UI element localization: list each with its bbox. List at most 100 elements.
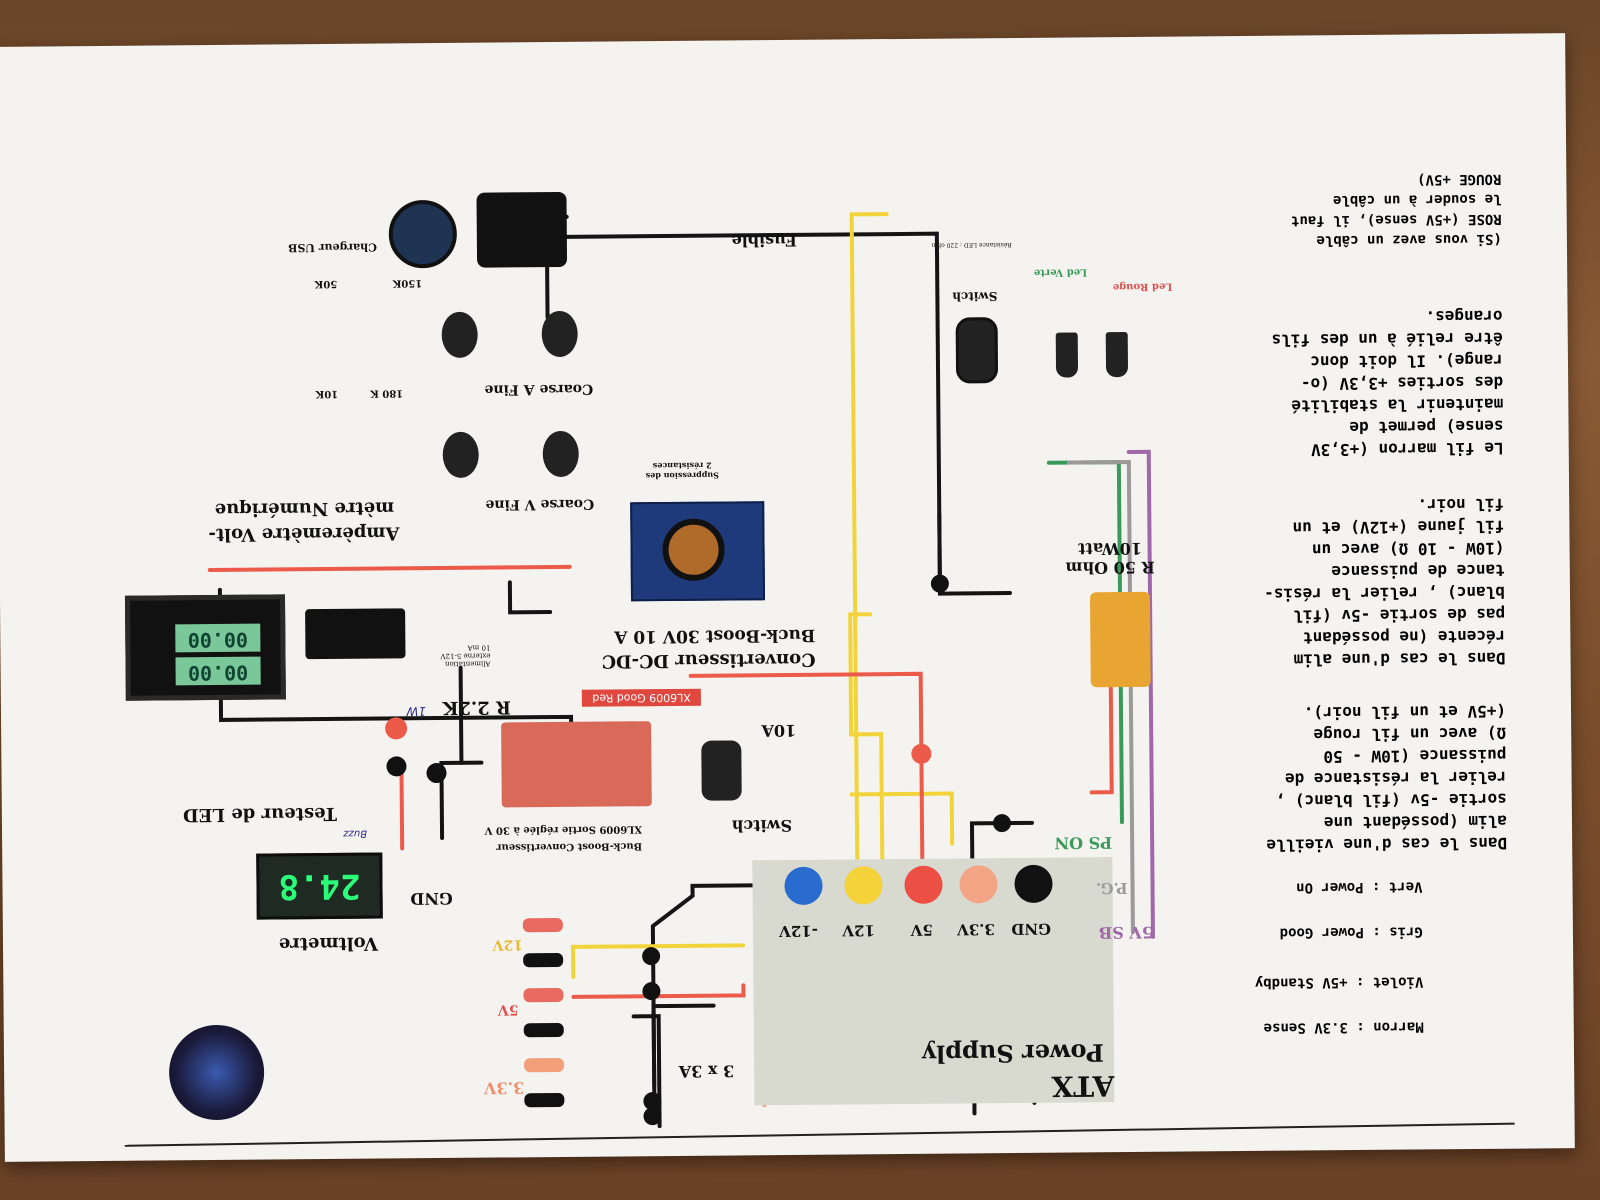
amp10-label: 10A <box>761 720 797 741</box>
junction-dot <box>643 1107 662 1126</box>
amp-volt-label-2: mètre Numérique <box>214 497 395 520</box>
atom-logo <box>168 1024 265 1121</box>
shunt <box>305 608 406 660</box>
amp-volt-label-1: Ampèremètre Volt- <box>208 522 400 546</box>
dcdc-inductor <box>662 518 725 582</box>
voltmeter-display: 24.8 <box>256 852 383 920</box>
atx-pin-label-5v: 5V <box>910 920 933 939</box>
atx-pin-label-gnd: GND <box>1011 919 1051 939</box>
power-resistor-label: R 50 Ohm 10Watt <box>1065 538 1155 578</box>
wire-sb <box>1126 449 1155 939</box>
xl6009-label-2: XL6009 Sortie réglée à 30 V <box>484 823 643 836</box>
alimentation-label: Alimentation externe 5-12V 10 mA <box>440 643 491 668</box>
suppression-label: Suppression des 2 résistances <box>645 460 719 482</box>
r22k-label: R 2.2K <box>442 696 512 718</box>
note-alim-recente: Dans le cas d'une alim récente (ne possé… <box>1264 494 1506 670</box>
dcdc-label-line2: Buck-Boost 30V 10 A <box>614 624 816 647</box>
pot-coarse-a[interactable] <box>541 310 578 358</box>
atx-pin-label-3v3: 3.3V <box>957 920 995 939</box>
junction-dot <box>992 814 1011 833</box>
output-5v-label: 5V <box>497 1001 519 1018</box>
atx-pin-gnd-dot <box>1014 864 1053 904</box>
wire-black-3 <box>458 665 464 765</box>
amp-volt-screen-bottom: 00.00 <box>175 623 261 653</box>
atx-subtitle: Power Supply <box>922 1038 1105 1069</box>
switch-mid-label: Switch <box>731 815 793 836</box>
led-verte <box>1055 332 1079 378</box>
atx-pin-3v3-dot <box>959 865 998 904</box>
wire-gnd-bus <box>631 1014 662 1129</box>
wire-5v-2 <box>1089 660 1114 795</box>
legend-3v3-sense: Marron : 3.3V Sense <box>1263 1018 1424 1036</box>
pot-coarse-v[interactable] <box>542 430 579 478</box>
note-vieille-alim: Dans le cas d'une vieille alim (possédan… <box>1266 701 1508 855</box>
wire-12v-4 <box>849 791 955 846</box>
wire-5v-5 <box>571 983 746 999</box>
fuses-3x3a-label: 3 x 3A <box>678 1061 735 1081</box>
atx-title: ATX <box>1051 1069 1115 1103</box>
legend-power-on: Vert : Power On <box>1296 878 1423 896</box>
led-rouge <box>1105 331 1129 378</box>
xl6009-label-1: Buck-Boost Convertisseur <box>496 840 643 853</box>
atx-pin-minus12v-dot <box>784 866 823 906</box>
banana-jack-5v-red[interactable] <box>523 987 564 1003</box>
banana-jack-12v-black[interactable] <box>523 952 564 968</box>
wire-5v-1 <box>688 671 925 896</box>
r150k-label: 150K <box>392 277 423 289</box>
wire-5v-4 <box>207 564 572 573</box>
wire-black-4 <box>439 760 484 841</box>
pot-fine-a[interactable] <box>441 311 478 358</box>
junction-dot <box>643 1092 662 1111</box>
output-12v-label: 12V <box>492 936 524 953</box>
wire-5v-3 <box>399 766 405 851</box>
voltmeter-label: Voltmetre <box>278 932 379 955</box>
banana-jack-12v-red[interactable] <box>522 917 563 933</box>
wire-pg <box>1066 459 1135 934</box>
wire-black-2 <box>564 231 1012 596</box>
amp-volt-screen-top: 00.00 <box>175 656 261 686</box>
resistance-led-label: Résistance LED : 220 ohm <box>931 241 1012 249</box>
wire-12v-2 <box>849 212 889 897</box>
coarse-a-fine-label: Coarse A Fine <box>484 380 594 398</box>
r22k-handwritten: 1W <box>406 704 427 719</box>
power-switch-top[interactable] <box>955 317 999 384</box>
junction-dot-red <box>385 717 408 740</box>
switch-top-label: Switch <box>952 289 998 304</box>
atx-pin-label-12v: 12V <box>842 921 875 940</box>
led-tester-label: Testeur de LED <box>182 802 337 826</box>
power-resistor <box>1089 591 1151 688</box>
junction-dot <box>642 947 661 966</box>
atx-pin-5v-dot <box>904 865 943 904</box>
wire-black-5 <box>507 580 553 615</box>
atx-pin-label-minus12v: -12V <box>779 921 818 941</box>
wire-black-7 <box>651 1003 716 1089</box>
atx-pg-label: P.G. <box>1095 879 1128 898</box>
xl6009-board <box>501 721 652 808</box>
fuse-label: Fusible <box>731 230 797 251</box>
r50k-label: 50K <box>314 277 338 290</box>
paper-sheet: ATX Power Supply -12V 12V 5V 3.3V GND PS… <box>0 33 1575 1162</box>
banana-jack-3v3-black[interactable] <box>524 1092 565 1108</box>
dcdc-label-line1: Convertisseur DC-DC <box>601 648 816 672</box>
atx-ps-on-label: PS ON <box>1054 833 1113 853</box>
junction-dot-red <box>911 743 932 764</box>
amp-switch[interactable] <box>701 740 742 801</box>
led-tester-handwritten: Buzz <box>343 827 368 839</box>
banana-jack-3v3-red[interactable] <box>524 1057 565 1073</box>
legend-standby: Violet : +5V Standby <box>1254 973 1424 991</box>
pot-fine-v[interactable] <box>442 431 479 478</box>
banana-jack-5v-black[interactable] <box>523 1022 564 1038</box>
note-fil-marron: Le fil marron (+3,3V sense) permet de ma… <box>1271 306 1504 460</box>
junction-dot <box>426 763 447 784</box>
wire-12v-3 <box>571 943 746 979</box>
usb-charger <box>388 199 458 269</box>
page-rule <box>124 1122 1515 1147</box>
coarse-v-fine-label: Coarse V Fine <box>485 495 595 513</box>
xl6009-banner: XL6009 Good Red <box>582 688 701 707</box>
fuse-holder <box>476 191 568 268</box>
gnd-label: GND <box>410 888 453 909</box>
usb-charger-label: Chargeur USB <box>288 240 377 255</box>
output-3v3-label: 3.3V <box>483 1078 525 1098</box>
r180k-label: 180 K <box>370 387 404 399</box>
note-cable-rose: (Si vous avez un câble ROSE (+5V sense),… <box>1290 170 1502 249</box>
